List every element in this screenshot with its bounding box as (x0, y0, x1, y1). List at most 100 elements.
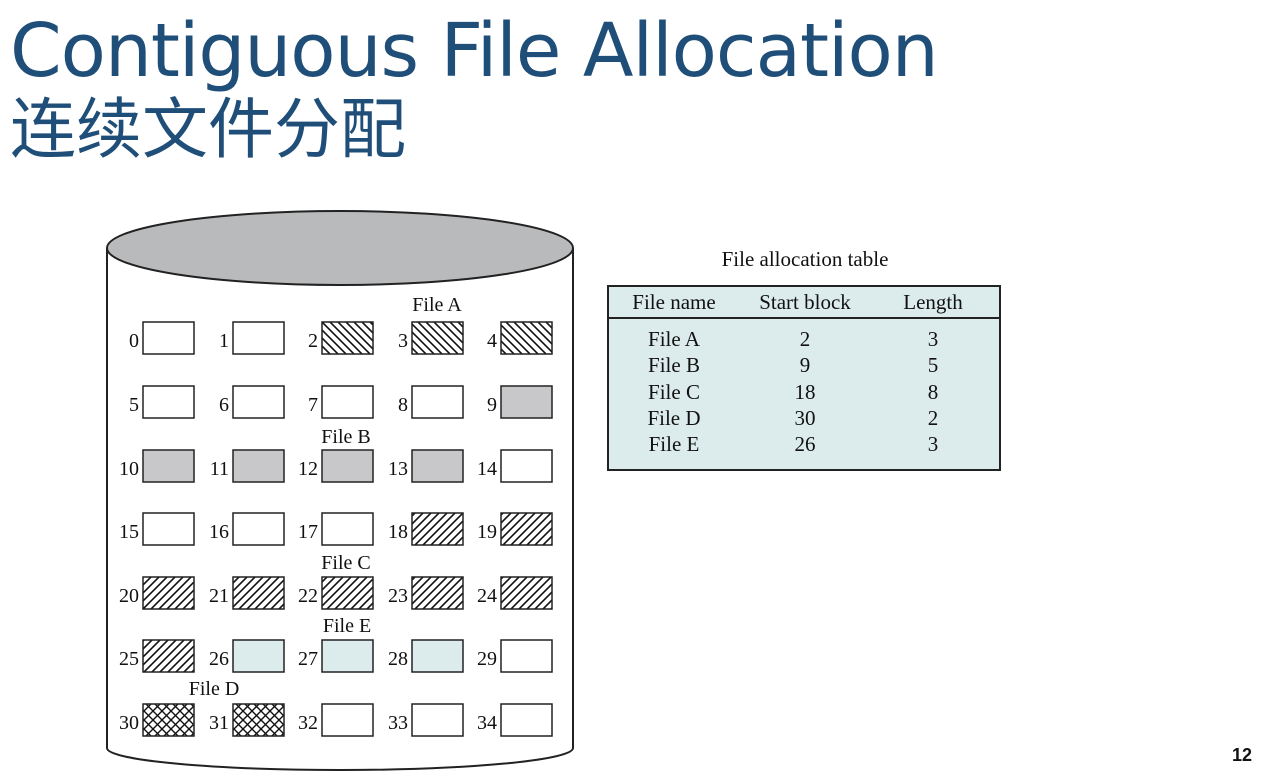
block-number-label: 34 (477, 712, 497, 734)
row-length: 5 (927, 353, 939, 378)
disk-block-7 (321, 385, 374, 419)
disk-block-11 (232, 449, 285, 483)
disk-block-2 (321, 321, 374, 355)
block-number-label: 26 (209, 648, 229, 670)
file-a-label: File A (412, 294, 462, 316)
disk-block-31 (232, 703, 285, 737)
table-row: File B 9 5 (609, 353, 999, 379)
disk-block-18 (411, 512, 464, 546)
disk-block-30 (142, 703, 195, 737)
row-start-block: 18 (794, 379, 816, 404)
disk-block-17 (321, 512, 374, 546)
disk-block-9 (500, 385, 553, 419)
header-length: Length (903, 290, 963, 314)
block-number-label: 2 (308, 330, 318, 352)
disk-cylinder-top (106, 210, 574, 286)
disk-block-6 (232, 385, 285, 419)
disk-block-28 (411, 639, 464, 673)
block-number-label: 12 (298, 458, 318, 480)
block-number-label: 31 (209, 712, 229, 734)
disk-block-32 (321, 703, 374, 737)
disk-block-16 (232, 512, 285, 546)
file-allocation-table: File name Start block Length File A 2 3 … (607, 285, 1001, 471)
block-number-label: 23 (388, 585, 408, 607)
header-start-block: Start block (759, 290, 851, 314)
disk-block-13 (411, 449, 464, 483)
disk-block-25 (142, 639, 195, 673)
disk-block-14 (500, 449, 553, 483)
disk-block-24 (500, 576, 553, 610)
row-start-block: 30 (794, 405, 816, 430)
disk-block-0 (142, 321, 195, 355)
block-number-label: 24 (477, 585, 497, 607)
row-file-name: File C (648, 379, 700, 404)
header-file-name: File name (632, 290, 716, 314)
block-number-label: 18 (388, 521, 408, 543)
disk-block-5 (142, 385, 195, 419)
block-number-label: 0 (129, 330, 139, 352)
block-number-label: 17 (298, 521, 318, 543)
page-title-chinese: 连续文件分配 (10, 91, 406, 168)
file-e-label: File E (323, 615, 371, 637)
disk-block-33 (411, 703, 464, 737)
row-length: 3 (927, 327, 939, 351)
block-number-label: 27 (298, 648, 318, 670)
disk-block-23 (411, 576, 464, 610)
file-b-label: File B (321, 426, 370, 448)
row-file-name: File A (648, 327, 700, 351)
disk-block-15 (142, 512, 195, 546)
block-number-label: 13 (388, 458, 408, 480)
block-number-label: 11 (210, 458, 229, 480)
table-body: File A 2 3 File B 9 5 File C 18 8 File D… (609, 327, 999, 458)
disk-block-34 (500, 703, 553, 737)
row-file-name: File D (647, 405, 701, 430)
block-number-label: 21 (209, 585, 229, 607)
row-length: 2 (927, 405, 939, 430)
disk-block-27 (321, 639, 374, 673)
disk-block-19 (500, 512, 553, 546)
disk-block-8 (411, 385, 464, 419)
block-number-label: 28 (388, 648, 408, 670)
disk-block-4 (500, 321, 553, 355)
block-number-label: 1 (219, 330, 229, 352)
block-number-label: 33 (388, 712, 408, 734)
file-d-label: File D (189, 678, 240, 700)
table-row: File E 26 3 (609, 432, 999, 458)
block-number-label: 5 (129, 394, 139, 416)
block-number-label: 19 (477, 521, 497, 543)
row-start-block: 2 (799, 327, 811, 351)
block-number-label: 14 (477, 458, 497, 480)
table-row: File A 2 3 (609, 327, 999, 353)
row-length: 3 (927, 432, 939, 457)
row-start-block: 9 (799, 353, 811, 378)
table-row: File C 18 8 (609, 380, 999, 406)
disk-block-10 (142, 449, 195, 483)
file-c-label: File C (321, 552, 370, 574)
table-header: File name Start block Length (609, 287, 999, 319)
row-file-name: File E (648, 432, 700, 457)
block-number-label: 10 (119, 458, 139, 480)
table-row: File D 30 2 (609, 406, 999, 432)
block-number-label: 7 (308, 394, 318, 416)
fat-caption: File allocation table (721, 247, 889, 271)
block-number-label: 22 (298, 585, 318, 607)
block-number-label: 9 (487, 394, 497, 416)
page-title: Contiguous File Allocation (10, 8, 939, 94)
block-number-label: 25 (119, 648, 139, 670)
disk-block-21 (232, 576, 285, 610)
block-number-label: 3 (398, 330, 408, 352)
block-number-label: 30 (119, 712, 139, 734)
block-number-label: 4 (487, 330, 497, 352)
block-number-label: 32 (298, 712, 318, 734)
disk-block-3 (411, 321, 464, 355)
block-number-label: 16 (209, 521, 229, 543)
block-number-label: 6 (219, 394, 229, 416)
disk-block-20 (142, 576, 195, 610)
block-number-label: 15 (119, 521, 139, 543)
disk-block-1 (232, 321, 285, 355)
row-length: 8 (927, 379, 939, 404)
block-number-label: 8 (398, 394, 408, 416)
page-number: 12 (1231, 745, 1252, 765)
